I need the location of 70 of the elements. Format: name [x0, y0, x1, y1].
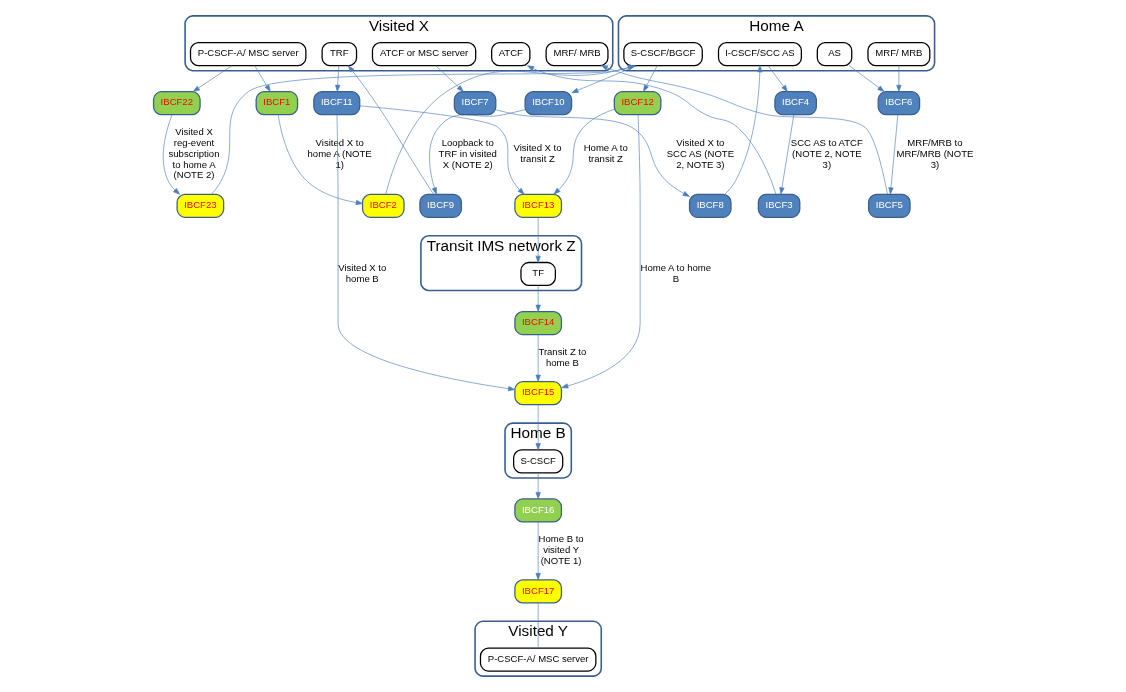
node-box: IBCF16 [513, 498, 562, 523]
connector [537, 602, 538, 649]
node-box: TRF [321, 42, 357, 67]
arrow [723, 65, 762, 195]
node-box: IBCF11 [312, 91, 360, 116]
node-box: IBCF23 [176, 193, 224, 218]
node-box: MRF/ MRB [866, 42, 930, 67]
node-box: IBCF14 [513, 310, 562, 336]
node-box: IBCF4 [773, 91, 817, 116]
edge-label: Visited X to home B [337, 261, 386, 284]
edge-label: Loopback to TRF in visited X (NOTE 2) [438, 136, 497, 170]
arrow [848, 65, 884, 92]
arrow [428, 109, 525, 195]
arrow [535, 521, 541, 581]
arrow [535, 472, 541, 500]
node-box: IBCF10 [523, 91, 572, 116]
arrow [535, 334, 541, 382]
edge-label: Home B to visited Y (NOTE 1) [538, 533, 584, 566]
arrow [358, 105, 524, 195]
arrow [535, 404, 541, 451]
arrow [336, 114, 515, 392]
arrow [778, 114, 794, 195]
arrow [434, 65, 464, 92]
node-box: IBCF8 [688, 193, 732, 218]
arrow [560, 114, 640, 389]
node-box: P-CSCF-A/ MSC server [189, 42, 306, 67]
arrow [277, 114, 363, 206]
arrow [535, 217, 541, 263]
node-box: IBCF2 [361, 193, 405, 218]
node-box: IBCF6 [877, 91, 920, 116]
node-box: S-CSCF [512, 449, 563, 474]
edge-label: Visited X to home A (NOTE 1) [307, 136, 372, 170]
arrow [253, 65, 271, 92]
arrow [895, 65, 901, 92]
edge-label: Visited X reg-event subscription to home A (NOTE 2) [168, 126, 219, 181]
node-box: MRF/ MRB [545, 42, 609, 67]
node-box: IBCF5 [867, 193, 911, 218]
edge-label: Home A to home B [640, 261, 711, 284]
arrow [535, 285, 541, 312]
node-box: S-CSCF/BGCF [622, 42, 703, 67]
node-box: TF [519, 261, 556, 287]
edge-label: Visited X to transit Z [512, 142, 562, 165]
node-box: IBCF17 [513, 579, 562, 604]
arrow [192, 65, 232, 92]
arrow [767, 65, 788, 92]
node-box: ATCF or MSC server [371, 42, 476, 67]
node-box: IBCF22 [152, 91, 201, 116]
edge-label: Visited X to SCC AS (NOTE 2, NOTE 3) [666, 136, 734, 170]
arrow [162, 114, 180, 195]
node-box: P-CSCF-A/ MSC server [479, 647, 596, 672]
node-box: IBCF15 [513, 381, 562, 406]
arrow [642, 65, 658, 92]
arrow [887, 114, 898, 195]
node-box: IBCF1 [255, 91, 298, 116]
arrow [553, 108, 614, 195]
node-box: I-CSCF/SCC AS [717, 42, 802, 67]
node-box: IBCF12 [613, 91, 661, 116]
node-box: IBCF13 [513, 193, 562, 218]
arrow [334, 65, 340, 92]
node-box: AS [816, 42, 852, 67]
edge-label: SCC AS to ATCF (NOTE 2, NOTE 3) [790, 136, 863, 170]
node-box: IBCF9 [418, 193, 462, 218]
edge-label: MRF/MRB to MRF/MRB (NOTE 3) [895, 136, 973, 170]
node-box: ATCF [490, 42, 530, 67]
edge-label: Home A to transit Z [583, 142, 628, 165]
arrow [495, 109, 690, 197]
arrow [347, 65, 434, 195]
node-box: IBCF3 [757, 193, 800, 218]
edge-label: Transit Z to home B [537, 345, 586, 368]
node-box: IBCF7 [453, 91, 496, 116]
